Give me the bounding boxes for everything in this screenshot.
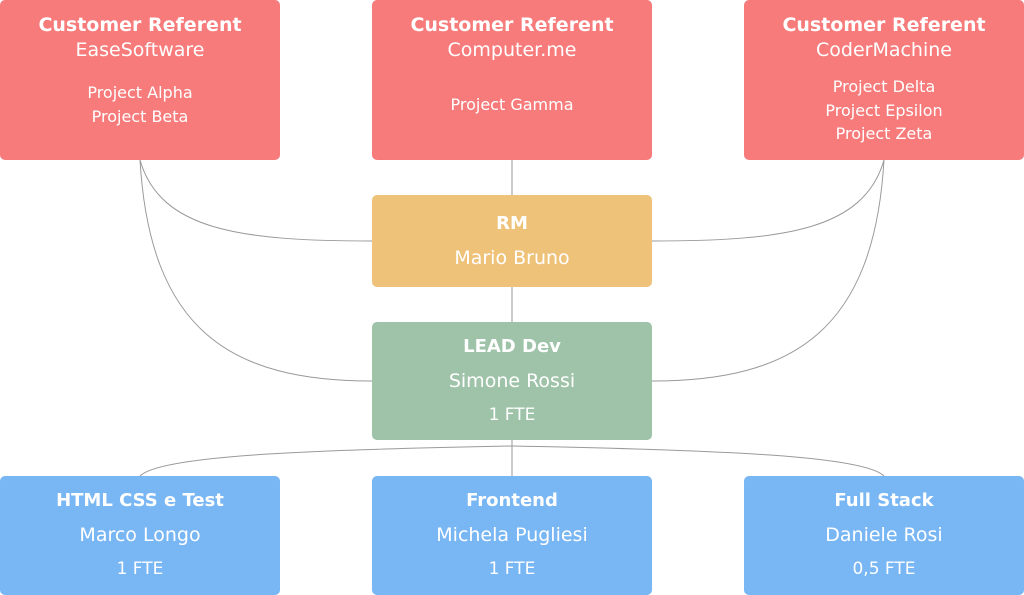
dev-fte: 1 FTE	[116, 559, 164, 579]
connector-customer1-lead	[139, 159, 373, 382]
customer-title: Customer Referent	[782, 14, 986, 36]
lead-role: LEAD Dev	[463, 336, 561, 357]
connector-customer3-rm	[651, 159, 885, 242]
customer-referent-box: Customer Referent EaseSoftware Project A…	[0, 0, 280, 160]
dev-name: Marco Longo	[79, 524, 201, 546]
dev-box: Frontend Michela Pugliesi 1 FTE	[372, 476, 652, 595]
connector-lead-dev1	[139, 445, 513, 477]
dev-box: Full Stack Daniele Rosi 0,5 FTE	[744, 476, 1024, 595]
dev-box: HTML CSS e Test Marco Longo 1 FTE	[0, 476, 280, 595]
project-item: Project Gamma	[450, 95, 574, 114]
customer-company: Computer.me	[447, 39, 577, 61]
customer-referent-box: Customer Referent CoderMachine Project D…	[744, 0, 1024, 160]
customer-company: CoderMachine	[816, 39, 952, 61]
dev-role: Full Stack	[834, 490, 934, 511]
dev-fte: 0,5 FTE	[852, 559, 916, 579]
rm-role: RM	[496, 213, 528, 234]
lead-name: Simone Rossi	[448, 370, 576, 392]
customer-referent-box: Customer Referent Computer.me Project Ga…	[372, 0, 652, 160]
project-item: Project Alpha	[87, 83, 193, 102]
customer-title: Customer Referent	[410, 14, 614, 36]
customer-company: EaseSoftware	[75, 39, 205, 61]
project-item: Project Delta	[832, 77, 936, 96]
lead-fte: 1 FTE	[488, 405, 536, 425]
dev-name: Daniele Rosi	[825, 524, 943, 546]
dev-role: Frontend	[466, 490, 558, 511]
lead-dev-box: LEAD Dev Simone Rossi 1 FTE	[372, 322, 652, 440]
project-item: Project Epsilon	[825, 101, 943, 120]
dev-fte: 1 FTE	[488, 559, 536, 579]
dev-role: HTML CSS e Test	[56, 490, 224, 511]
customer-title: Customer Referent	[38, 14, 242, 36]
connector-lead-dev3	[511, 445, 885, 477]
rm-box: RM Mario Bruno	[372, 195, 652, 287]
rm-name: Mario Bruno	[454, 247, 570, 269]
project-item: Project Zeta	[835, 124, 933, 143]
connector-customer3-lead	[651, 159, 885, 382]
dev-name: Michela Pugliesi	[436, 524, 588, 546]
connector-customer1-rm	[139, 159, 373, 242]
project-item: Project Beta	[91, 107, 189, 126]
